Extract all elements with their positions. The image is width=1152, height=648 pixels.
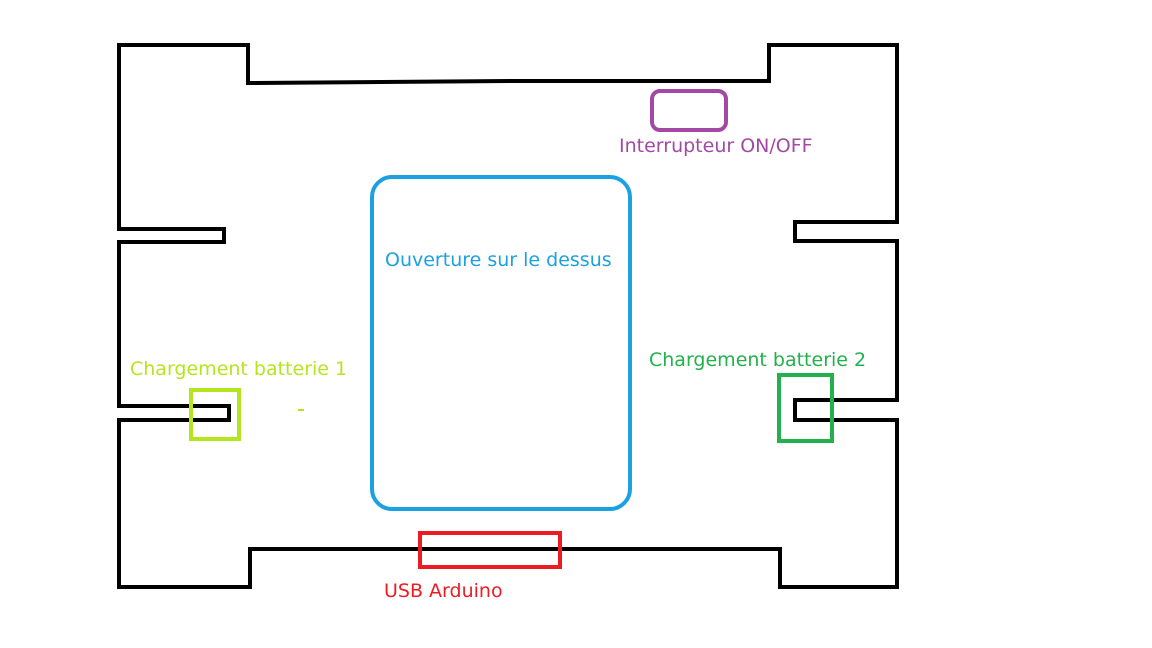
usb-marker [418, 531, 562, 569]
battery1-label: Chargement batterie 1 [130, 358, 348, 380]
box-outline [117, 43, 899, 589]
battery2-marker [777, 373, 834, 443]
top-opening-label: Ouverture sur le dessus [385, 249, 612, 271]
switch-marker [650, 89, 728, 132]
outline-top-left [117, 43, 899, 589]
battery2-label: Chargement batterie 2 [649, 349, 867, 371]
top-opening-marker [370, 175, 632, 511]
switch-label: Interrupteur ON/OFF [619, 135, 813, 157]
usb-label: USB Arduino [384, 580, 503, 602]
battery1-marker [189, 388, 241, 441]
